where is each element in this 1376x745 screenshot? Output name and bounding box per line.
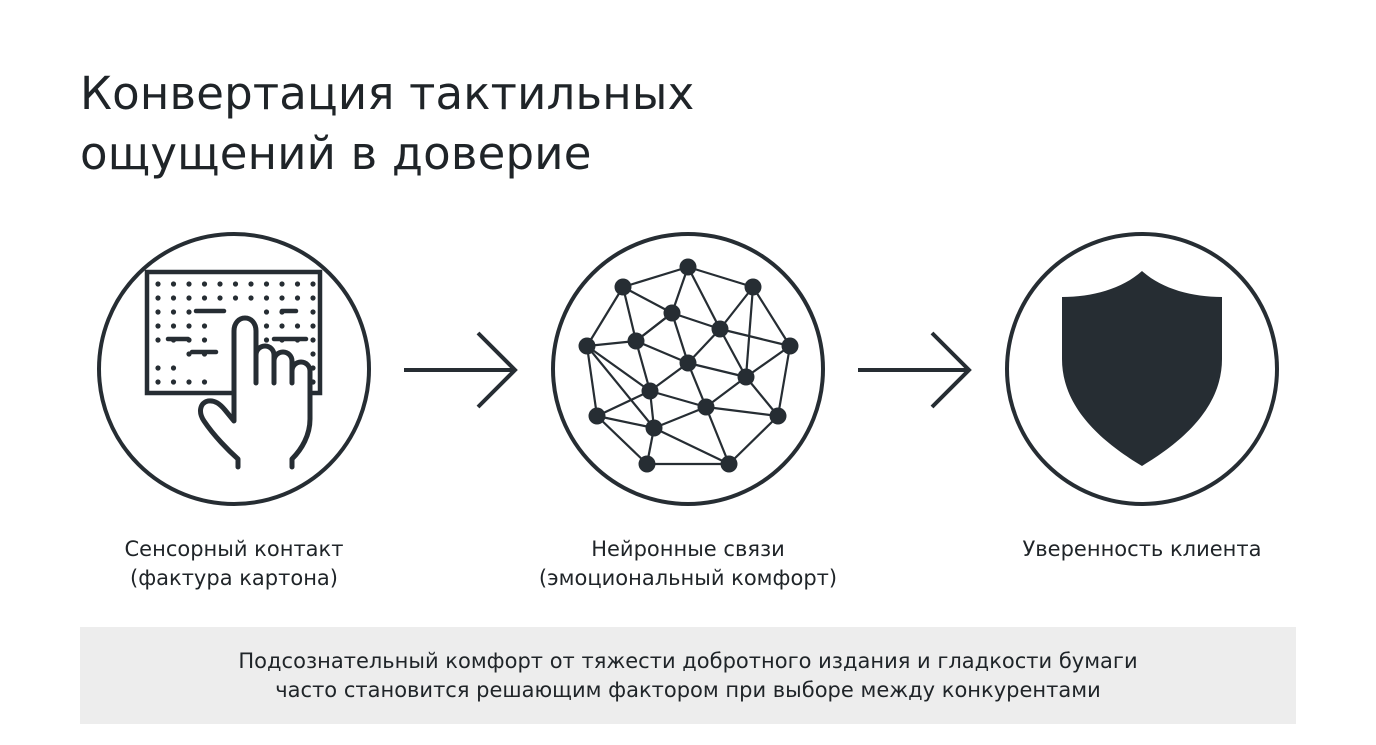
title-line-1: Конвертация тактильных [80,67,695,120]
step-customer-confidence-circle [1004,231,1280,507]
arrow-right-icon [856,325,976,415]
shield-icon [1005,232,1279,506]
neural-network-icon [551,232,825,506]
note-line-1: Подсознательный комфорт от тяжести добро… [238,648,1138,673]
caption-line: (фактура картона) [130,566,338,590]
step-neural-connections-circle [550,231,826,507]
caption-line: Сенсорный контакт [124,537,344,561]
arrow-right-icon [402,325,522,415]
caption-line: Нейронные связи [591,537,785,561]
step-sensory-contact-circle [96,231,372,507]
step-caption-sensory: Сенсорный контакт (фактура картона) [54,535,414,593]
hand-touch-icon [97,232,371,506]
title-line-2: ощущений в доверие [80,127,592,180]
step-caption-neural: Нейронные связи (эмоциональный комфорт) [508,535,868,593]
note-line-2: часто становится решающим фактором при в… [275,677,1101,702]
caption-line: (эмоциональный комфорт) [538,566,838,590]
summary-note: Подсознательный комфорт от тяжести добро… [80,627,1296,724]
step-caption-confidence: Уверенность клиента [962,535,1322,564]
caption-line: Уверенность клиента [1022,537,1262,561]
page-title: Конвертация тактильных ощущений в довери… [80,64,694,184]
